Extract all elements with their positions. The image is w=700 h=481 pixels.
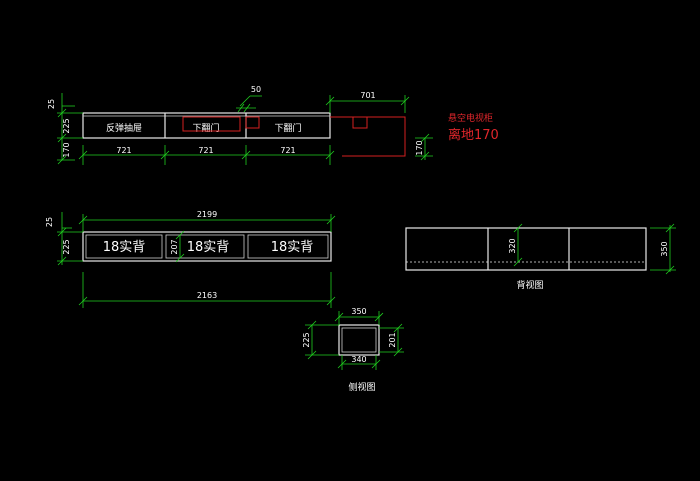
- side-cabinet-inner: [341, 327, 377, 353]
- dim-bottom-721-3: 721: [280, 146, 295, 155]
- dim-bottom-721-1: 721: [116, 146, 131, 155]
- dim-left-top-25: 25: [47, 99, 56, 109]
- dim-back-inner-320: 320: [508, 238, 517, 253]
- top-cabinet-outline: [82, 112, 331, 139]
- cell-label-3: 18实背: [271, 240, 314, 255]
- dim-side-top-350: 350: [351, 307, 366, 316]
- front-cabinet-outline: [82, 231, 332, 262]
- red-marker-rect-3: [352, 116, 368, 129]
- front-cell-3: [247, 234, 329, 259]
- dim-front-2199: 2199: [197, 210, 217, 219]
- back-cabinet-outline: [405, 227, 647, 271]
- side-view-caption: 侧视图: [348, 381, 375, 393]
- red-marker-rect-1: [182, 116, 241, 132]
- dim-front-left-25: 25: [45, 217, 54, 227]
- back-view: 320 350 背视图: [405, 223, 676, 291]
- suspended-cabinet-note: 悬空电视柜 离地170: [448, 112, 499, 143]
- dim-front-inner-207: 207: [170, 239, 179, 254]
- dim-side-right-201: 201: [388, 332, 397, 347]
- dim-back-right-350: 350: [660, 241, 669, 256]
- red-marker-rect-2: [245, 116, 260, 129]
- dim-bottom-721-2: 721: [198, 146, 213, 155]
- drawer-label-1: 反弹抽屉: [106, 122, 142, 134]
- dim-red-top-701: 701: [360, 91, 375, 100]
- side-cabinet-outline: [338, 324, 380, 356]
- drawer-label-2: 下翻门: [192, 122, 219, 134]
- dim-front-2163: 2163: [197, 291, 217, 300]
- back-view-caption: 背视图: [516, 279, 543, 291]
- cell-label-2: 18实背: [187, 240, 230, 255]
- side-view: 350 225 201 340 侧视图: [302, 307, 404, 393]
- dim-side-left-225: 225: [302, 332, 311, 347]
- cell-label-1: 18实背: [103, 240, 146, 255]
- front-view: 18实背 18实背 18实背 2199 25 225 207 2163: [45, 210, 336, 308]
- drawer-label-3: 下翻门: [274, 122, 301, 134]
- dim-left-mid-225: 225: [62, 118, 71, 133]
- dim-front-left-225: 225: [62, 239, 71, 254]
- dim-red-right-170: 170: [415, 140, 424, 155]
- front-cell-2: [165, 234, 245, 259]
- note-line-2: 离地170: [448, 127, 499, 143]
- dim-left-bottom-170: 170: [62, 142, 71, 157]
- note-line-1: 悬空电视柜: [448, 112, 493, 124]
- dim-top-50: 50: [251, 85, 261, 94]
- top-view: 反弹抽屉 下翻门 下翻门 25 225 170 50: [47, 85, 433, 165]
- front-cell-1: [85, 234, 163, 259]
- dim-side-bottom-340: 340: [351, 355, 366, 364]
